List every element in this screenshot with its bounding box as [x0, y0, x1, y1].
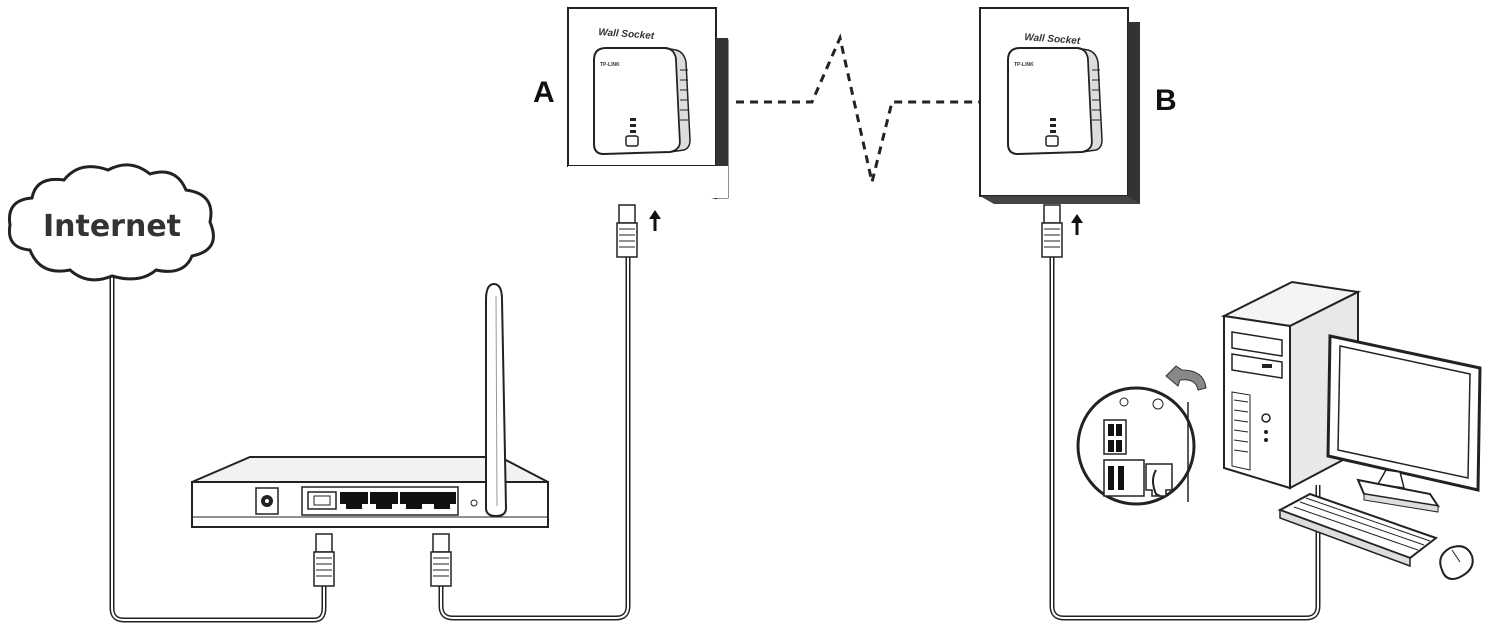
adapter-b-letter: B [1155, 84, 1177, 117]
powerline-adapter-icon [1007, 47, 1103, 156]
ethernet-plug-icon [616, 204, 638, 258]
router-wan-port [307, 491, 337, 510]
adapter-a: Wall Socket TP-LINK A [533, 6, 729, 200]
wall-socket-a-label: Wall Socket [598, 27, 655, 42]
router [191, 282, 549, 528]
curved-arrow-icon [1165, 365, 1207, 391]
adapter-b: Wall Socket TP-LINK B [979, 7, 1177, 204]
computer [1076, 280, 1482, 580]
internet-cloud: Internet [7, 163, 215, 282]
wall-socket-b-label: Wall Socket [1024, 32, 1081, 47]
internet-label: Internet [43, 209, 181, 244]
adapter-b-brand: TP-LINK [1014, 62, 1034, 68]
ethernet-plug-icon [430, 533, 452, 587]
cable-internet-to-router [109, 274, 327, 623]
powerline-adapter-icon [593, 47, 691, 156]
powerline-link [736, 33, 980, 183]
adapter-a-letter: A [533, 76, 555, 109]
cloud-icon [7, 163, 215, 282]
keyboard-icon [1277, 492, 1439, 568]
mouse-icon [1439, 545, 1474, 580]
router-lan-ports [340, 492, 456, 509]
arrow-up-icon [1071, 214, 1083, 235]
adapter-a-brand: TP-LINK [600, 62, 620, 68]
ethernet-plug-icon [1041, 204, 1063, 258]
antenna-icon [485, 282, 508, 518]
arrow-up-icon [649, 210, 661, 231]
cable-router-to-adapter-a [438, 255, 631, 621]
monitor-icon [1326, 334, 1482, 513]
port-zoom-icon [1076, 386, 1196, 506]
ethernet-plug-icon [313, 533, 335, 587]
